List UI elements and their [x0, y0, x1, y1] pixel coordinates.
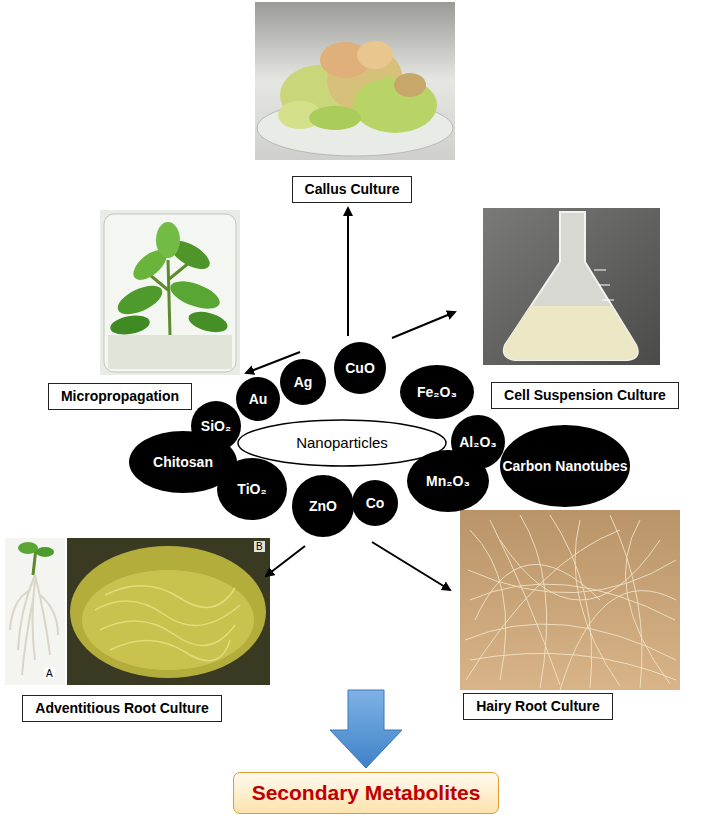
culture-label: Adventitious Root Culture [22, 695, 221, 722]
nanoparticle-name: Chitosan [153, 454, 213, 470]
center-label: Nanoparticles [296, 435, 388, 451]
culture-name: Callus Culture [305, 181, 400, 198]
nanoparticle-name: Fe₂O₃ [417, 384, 457, 400]
nanoparticle-circle: Carbon Nanotubes [499, 424, 631, 508]
culture-name: Hairy Root Culture [476, 698, 600, 715]
culture-name: Cell Suspension Culture [504, 387, 666, 404]
nanoparticle-name: SiO₂ [201, 418, 231, 434]
nanoparticle-circle: Fe₂O₃ [399, 364, 475, 420]
nanoparticle-name: Al₂O₃ [459, 434, 497, 450]
callus-photo [255, 2, 455, 160]
nanoparticle-circle: Mn₂O₃ [406, 449, 490, 513]
nanoparticle-name: TiO₂ [237, 481, 266, 497]
nanoparticle-name: Mn₂O₃ [426, 473, 470, 489]
nanoparticle-name: Carbon Nanotubes [502, 458, 627, 474]
culture-label: Hairy Root Culture [463, 693, 613, 720]
panel-letter: A [44, 668, 55, 679]
result-label: Secondary Metabolites [252, 781, 481, 805]
nanoparticle-circle: TiO₂ [216, 457, 288, 521]
micropropagation-photo [100, 210, 240, 375]
nanoparticle-circle: Ag [279, 358, 327, 406]
nanoparticle-name: Ag [294, 374, 313, 390]
panel-letter: B [254, 541, 265, 552]
nanoparticle-circle: CuO [333, 341, 387, 395]
result-arrow [330, 690, 402, 768]
cell-suspension-photo [483, 208, 660, 365]
culture-label: Micropropagation [48, 383, 192, 410]
culture-name: Micropropagation [61, 388, 179, 405]
culture-name: Adventitious Root Culture [35, 700, 208, 717]
culture-label: Cell Suspension Culture [491, 382, 679, 409]
nanoparticle-circle: ZnO [291, 474, 355, 538]
result-box: Secondary Metabolites [233, 772, 500, 814]
nanoparticle-circle: Au [235, 376, 281, 422]
hairy-root-photo [460, 510, 680, 690]
adventitious-root-photo [5, 538, 270, 685]
nanoparticle-name: CuO [345, 360, 375, 376]
nanoparticle-name: ZnO [309, 498, 337, 514]
nanoparticle-name: Au [249, 391, 268, 407]
nanoparticle-circle: Co [351, 479, 399, 527]
nanoparticle-name: Co [366, 495, 385, 511]
culture-label: Callus Culture [292, 176, 413, 203]
center-ellipse: Nanoparticles [237, 419, 447, 467]
